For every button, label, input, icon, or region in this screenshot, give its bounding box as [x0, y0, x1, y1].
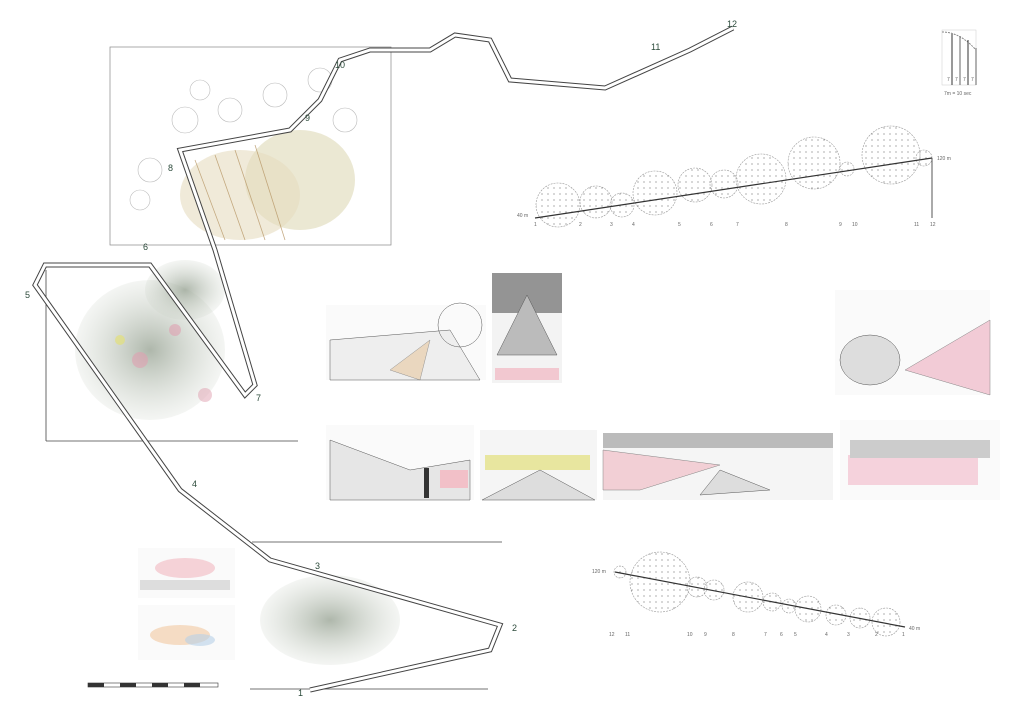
scale-bar — [87, 682, 219, 688]
elevation-label: 40 m — [909, 626, 920, 632]
plan-frame-upper — [109, 46, 392, 246]
section-station: 1 — [534, 222, 537, 228]
section-station: 9 — [704, 632, 707, 638]
sketch-3 — [835, 290, 991, 396]
section-station: 6 — [710, 222, 713, 228]
section-station: 7 — [764, 632, 767, 638]
section-station: 11 — [914, 222, 919, 228]
section-station: 5 — [794, 632, 797, 638]
station-label: 9 — [305, 113, 310, 123]
section-station: 7 — [736, 222, 739, 228]
section-descending: 120 m 40 m 12 11 10 9 8 7 6 5 4 3 2 1 — [592, 551, 920, 638]
section-station: 10 — [687, 632, 693, 638]
station-label: 8 — [168, 163, 173, 173]
perspective-sketches — [138, 273, 1000, 660]
legend-bar-label: 7 — [947, 77, 950, 83]
sketch-5 — [480, 430, 597, 501]
section-station: 2 — [579, 222, 582, 228]
station-label: 1 — [298, 688, 303, 698]
station-label: 5 — [25, 290, 30, 300]
section-station: 3 — [610, 222, 613, 228]
section-station: 10 — [852, 222, 858, 228]
station-label: 6 — [143, 242, 148, 252]
sketch-8 — [138, 548, 235, 598]
section-station: 2 — [875, 632, 878, 638]
section-station: 5 — [678, 222, 681, 228]
walking-route — [32, 25, 735, 693]
sketch-7 — [840, 420, 1000, 500]
station-label: 10 — [335, 60, 345, 70]
section-station: 9 — [839, 222, 842, 228]
section-station: 12 — [930, 222, 936, 228]
section-station: 1 — [902, 632, 905, 638]
section-station: 8 — [785, 222, 788, 228]
section-ascending: 40 m 120 m 1 2 3 4 5 6 7 8 9 10 11 12 — [517, 125, 951, 228]
section-station: 12 — [609, 632, 615, 638]
station-label: 2 — [512, 623, 517, 633]
legend-bar-label: 7 — [955, 77, 958, 83]
route-station-labels: 1 2 3 4 5 6 7 8 9 10 11 12 — [25, 19, 737, 698]
vegetation-areas — [75, 67, 400, 665]
section-station: 8 — [732, 632, 735, 638]
station-label: 4 — [192, 479, 197, 489]
legend-bar-label: 7 — [971, 77, 974, 83]
station-label: 12 — [727, 19, 737, 29]
elevation-label: 120 m — [592, 569, 606, 575]
sketch-6 — [602, 433, 833, 500]
section-station: 4 — [825, 632, 828, 638]
station-label: 7 — [256, 393, 261, 403]
sketch-1 — [326, 302, 486, 381]
section-station: 6 — [780, 632, 783, 638]
elevation-label: 40 m — [517, 213, 528, 219]
legend-bar-label: 7 — [963, 77, 966, 83]
sketch-9 — [138, 605, 235, 660]
sketch-2 — [492, 273, 562, 383]
section-station: 3 — [847, 632, 850, 638]
section-station: 4 — [632, 222, 635, 228]
elevation-label: 120 m — [937, 156, 951, 162]
station-label: 3 — [315, 561, 320, 571]
section-station: 11 — [625, 632, 630, 638]
station-label: 11 — [651, 42, 660, 52]
time-distance-legend: 7 7 7 7 7m = 10 sec — [941, 29, 977, 97]
legend-caption: 7m = 10 sec — [944, 91, 972, 97]
sketch-4 — [326, 425, 474, 501]
